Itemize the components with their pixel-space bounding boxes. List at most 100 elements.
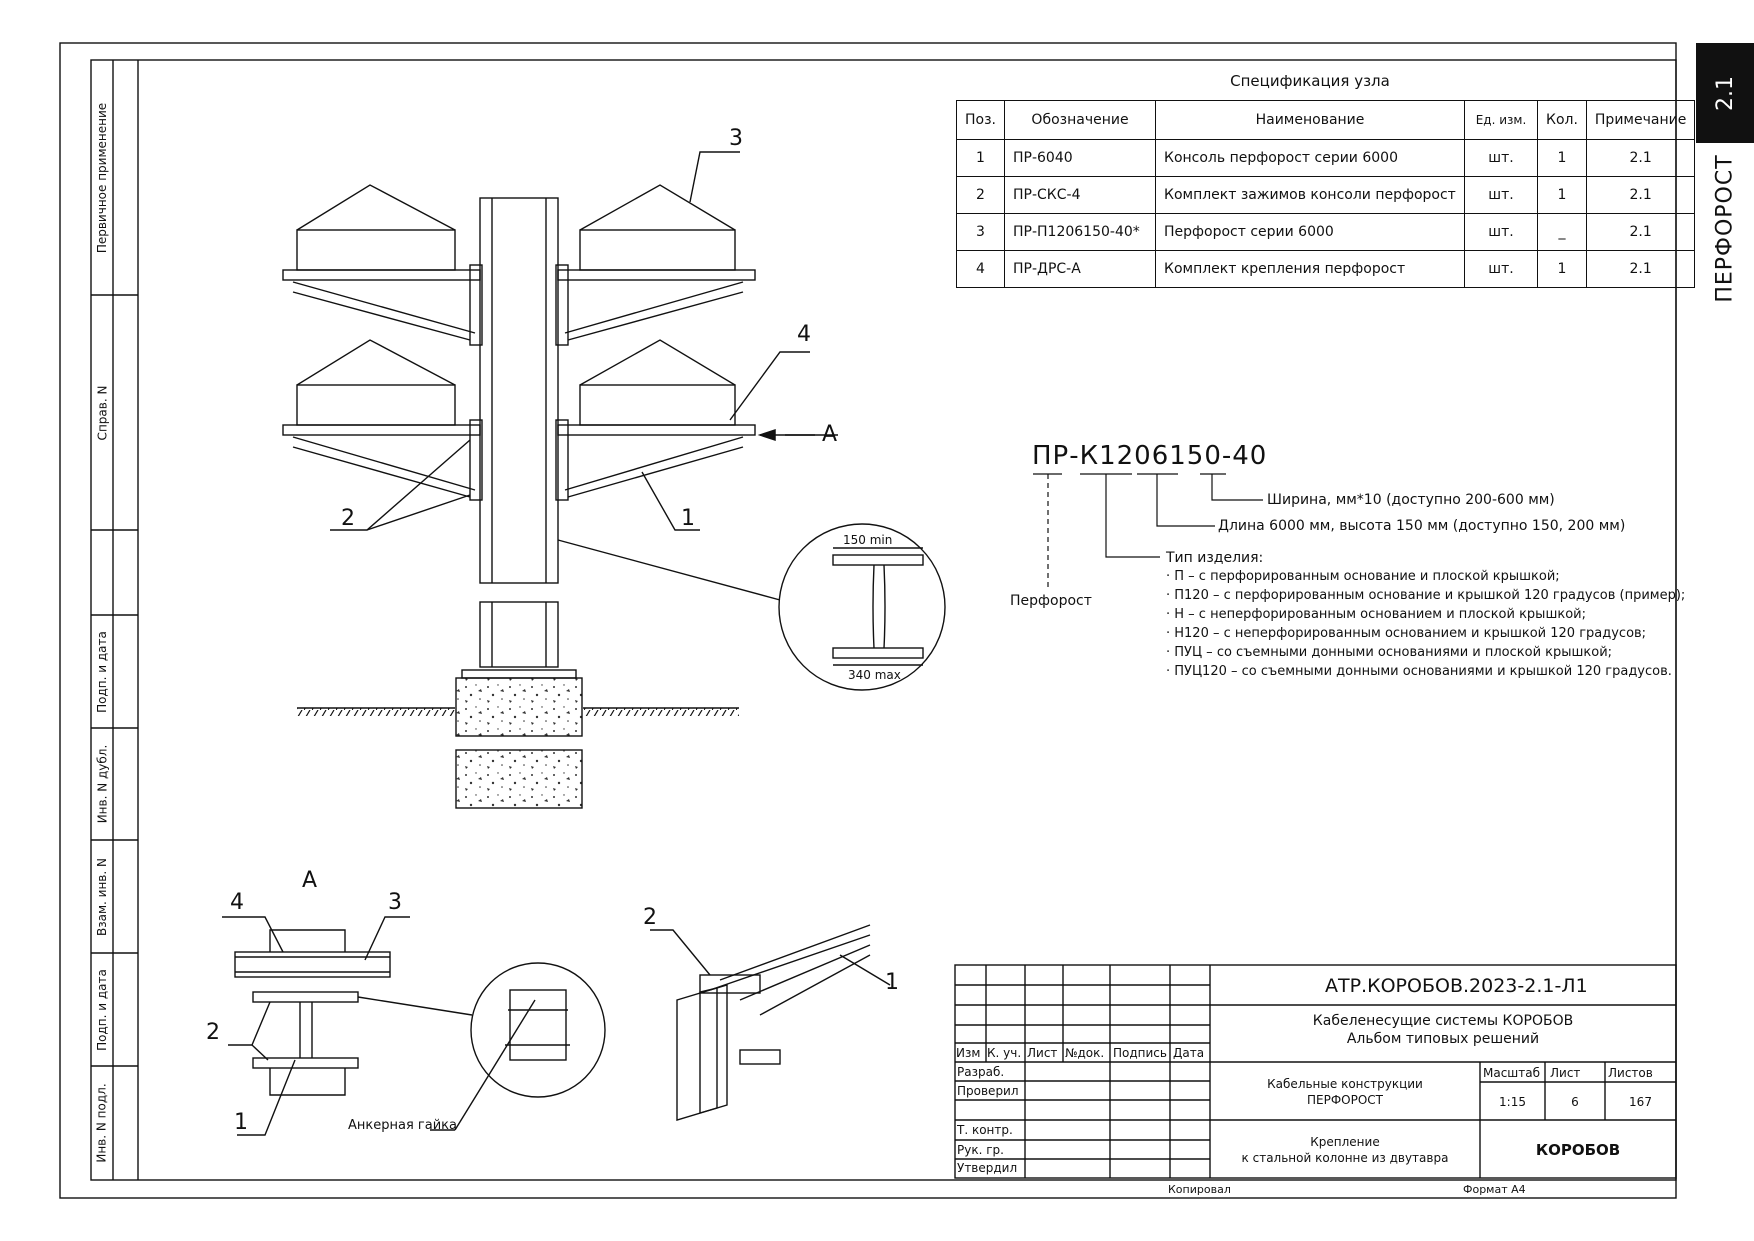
iso-pos1: 1 [885,970,899,995]
spec-header: Поз. [956,100,1005,140]
side-label: Справ. N [95,385,109,440]
legend-type-title: Тип изделия: [1166,550,1264,566]
spec-cell-name: Комплект зажимов консоли перфорост [1155,176,1465,214]
spec-cell-unit: шт. [1464,213,1538,251]
title1-line1: Кабельные конструкции [1267,1077,1423,1091]
side-label: Первичное применение [95,102,110,253]
spec-cell-qty: _ [1537,213,1587,251]
spec-cell-qty: 1 [1537,250,1587,288]
legend-product: Перфорост [1010,593,1092,609]
iso-pos2: 2 [643,905,657,930]
spec-header: Ед. изм. [1464,100,1538,140]
col-izm: Изм [956,1046,981,1060]
spec-title: Спецификация узла [1230,72,1390,90]
system-line2: Альбом типовых решений [1346,1031,1540,1047]
spec-cell-pos: 1 [956,139,1005,177]
spec-cell-name: Консоль перфорост серии 6000 [1155,139,1465,177]
spec-cell-note: 2.1 [1585,250,1696,288]
legend-type-item: · Н – с неперфорированным основанием и п… [1166,607,1586,622]
side-label: Взам. инв. N [95,857,110,936]
company-name: КОРОБОВ [1535,1141,1621,1159]
section-tab: 2.1 ПЕРФОРОСТ [1696,43,1754,313]
spec-cell-name: Комплект крепления перфорост [1155,250,1465,288]
col-date: Дата [1173,1046,1205,1060]
spec-cell-note: 2.1 [1585,176,1696,214]
spec-header: Обозначение [1004,100,1156,140]
spec-cell-code: ПР-ДРС-А [1004,250,1156,288]
spec-cell-unit: шт. [1464,176,1538,214]
view-a-pos1: 1 [234,1110,248,1135]
spec-cell-note: 2.1 [1585,139,1696,177]
spec-table: Поз. Обозначение Наименование Ед. изм. К… [956,100,1696,288]
legend-type-item: · П – с перфорированным основание и плос… [1166,569,1560,584]
spec-cell-pos: 3 [956,213,1005,251]
spec-header-row: Поз. Обозначение Наименование Ед. изм. К… [956,100,1696,140]
legend-length: Длина 6000 мм, высота 150 мм (доступно 1… [1218,518,1626,534]
title2-line2: к стальной колонне из двутавра [1241,1151,1449,1165]
label-pos2: 2 [341,506,355,531]
footer-format: Формат А4 [1463,1183,1526,1196]
label-pos1: 1 [681,506,695,531]
legend-type-item: · ПУЦ120 – со съемными донными основания… [1166,664,1672,679]
spec-cell-code: ПР-СКС-4 [1004,176,1156,214]
col-sign: Подпись [1113,1046,1167,1060]
spec-cell-qty: 1 [1537,139,1587,177]
scale-header: Масштаб [1483,1066,1541,1080]
scale-value: 1:15 [1499,1095,1526,1109]
sheet-header: Лист [1550,1066,1581,1080]
view-a-pos2: 2 [206,1020,220,1045]
role: Рук. гр. [957,1143,1004,1157]
view-a-pos3: 3 [388,890,402,915]
side-label: Инв. N дубл. [95,744,110,824]
title2-line1: Крепление [1310,1135,1380,1149]
col-kuch: К. уч. [987,1046,1022,1060]
legend-type-item: · П120 – с перфорированным основание и к… [1166,588,1686,603]
sheets-value: 167 [1629,1095,1652,1109]
spec-cell-unit: шт. [1464,250,1538,288]
spec-cell-pos: 2 [956,176,1005,214]
title-block: АТР.КОРОБОВ.2023-2.1-Л1 Кабеленесущие си… [955,965,1677,1178]
label-pos4: 4 [797,322,811,347]
spec-cell-name: Перфорост серии 6000 [1155,213,1465,251]
spec-header: Примечание [1585,100,1696,140]
role: Разраб. [957,1065,1005,1079]
legend-type-item: · Н120 – с неперфорированным основанием … [1166,626,1647,641]
role: Проверил [957,1084,1019,1098]
footer-copied: Копировал [1168,1183,1231,1196]
beam-bottom-dim: 340 max [848,668,901,682]
spec-header: Кол. [1537,100,1587,140]
spec-cell-pos: 4 [956,250,1005,288]
sheet-value: 6 [1571,1095,1579,1109]
spec-cell-unit: шт. [1464,139,1538,177]
section-number: 2.1 [1712,75,1738,111]
label-view-a: А [822,422,838,447]
section-brand: ПЕРФОРОСТ [1712,153,1738,303]
role: Т. контр. [957,1123,1013,1137]
col-ndok: №док. [1065,1046,1105,1060]
spec-cell-code: ПР-П1206150-40* [1004,213,1156,251]
beam-top-dim: 150 min [843,533,893,547]
spec-header: Наименование [1155,100,1465,140]
title1-line2: ПЕРФОРОСТ [1306,1093,1383,1107]
label-pos3: 3 [729,126,743,151]
anchor-nut-label: Анкерная гайка [348,1118,457,1133]
system-line1: Кабеленесущие системы КОРОБОВ [1312,1013,1574,1029]
role: Утвердил [957,1161,1018,1175]
legend-width: Ширина, мм*10 (доступно 200-600 мм) [1267,492,1555,508]
legend-type-item: · ПУЦ – со съемными донными основаниями … [1166,645,1613,660]
spec-cell-code: ПР-6040 [1004,139,1156,177]
spec-cell-qty: 1 [1537,176,1587,214]
side-label: Подп. и дата [95,630,109,713]
side-label: Подп. и дата [95,968,109,1051]
spec-cell-note: 2.1 [1585,213,1696,251]
view-a-pos4: 4 [230,890,244,915]
side-label: Инв. N подл. [95,1083,110,1163]
view-a-title: А [302,868,318,893]
doc-code: АТР.КОРОБОВ.2023-2.1-Л1 [1325,975,1588,997]
product-code: ПР-К1206150-40 [1032,441,1268,471]
